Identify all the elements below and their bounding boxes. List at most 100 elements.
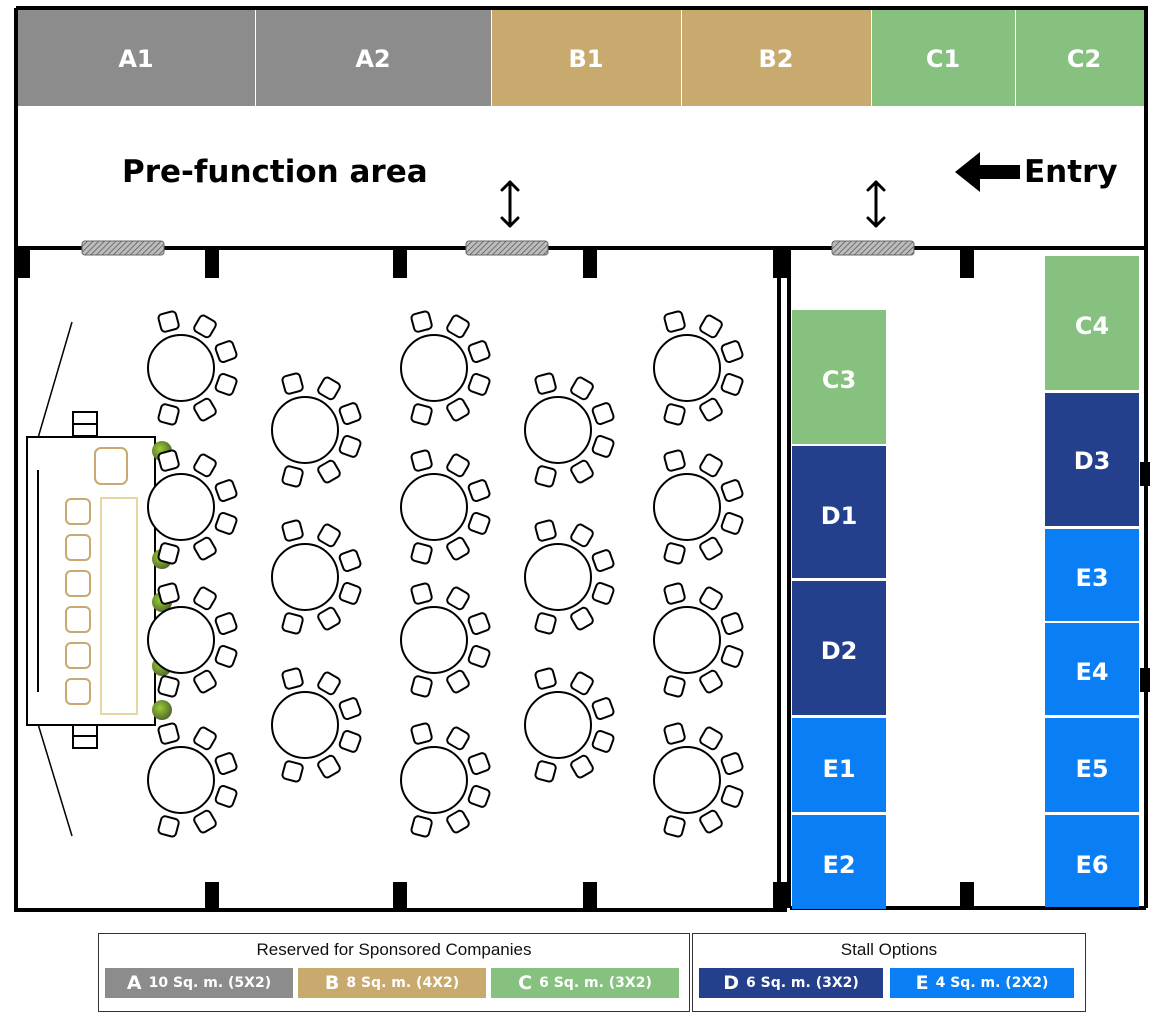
- chair: [663, 403, 686, 426]
- chair: [699, 586, 723, 611]
- chair: [317, 459, 341, 484]
- legend-item-c: C 6 Sq. m. (3X2): [491, 968, 679, 998]
- stall-e2[interactable]: [792, 815, 886, 909]
- stall-c1[interactable]: [872, 10, 1015, 106]
- chair: [317, 671, 341, 696]
- stage: [26, 321, 156, 837]
- chair: [591, 697, 615, 721]
- chair: [467, 372, 491, 396]
- chair: [467, 644, 491, 668]
- chair: [699, 726, 723, 751]
- chair: [214, 752, 238, 776]
- chair: [157, 449, 180, 472]
- door-1[interactable]: [81, 240, 165, 256]
- chair: [570, 376, 594, 401]
- door-3[interactable]: [831, 240, 915, 256]
- legend-item-d: D 6 Sq. m. (3X2): [699, 968, 883, 998]
- chair: [193, 397, 217, 422]
- chair: [720, 340, 744, 364]
- chair: [467, 784, 491, 808]
- stall-a1[interactable]: [18, 10, 255, 106]
- chair: [410, 722, 433, 745]
- podium: [94, 447, 128, 485]
- pre-function-area-label: Pre-function area: [122, 154, 428, 190]
- chair: [281, 465, 304, 488]
- chair: [410, 815, 433, 838]
- stall-b2[interactable]: [682, 10, 871, 106]
- chair: [699, 669, 723, 694]
- chair: [281, 760, 304, 783]
- chair: [317, 523, 341, 548]
- chair: [214, 340, 238, 364]
- stall-d2[interactable]: [792, 581, 886, 715]
- stall-d1[interactable]: [792, 446, 886, 578]
- legend-sponsored-title: Reserved for Sponsored Companies: [256, 940, 532, 959]
- chair: [720, 752, 744, 776]
- chair: [338, 549, 362, 573]
- chair: [338, 729, 362, 753]
- chair: [193, 726, 217, 751]
- stall-c3-label: C3: [822, 366, 856, 394]
- round-table: [147, 582, 238, 698]
- stall-e4[interactable]: [1045, 623, 1139, 715]
- door-2[interactable]: [465, 240, 549, 256]
- stall-d3[interactable]: [1045, 393, 1139, 526]
- chair: [193, 314, 217, 339]
- chair: [281, 667, 304, 690]
- chair: [720, 612, 744, 636]
- chair: [534, 667, 557, 690]
- left-arrow-icon: [955, 152, 1020, 192]
- round-table: [524, 667, 615, 783]
- stall-e4-label: E4: [1075, 658, 1108, 686]
- chair: [214, 372, 238, 396]
- stall-e6[interactable]: [1045, 815, 1139, 907]
- legend-letter-b: B: [324, 972, 340, 994]
- round-table: [271, 519, 362, 635]
- chair: [570, 754, 594, 779]
- stall-d2-label: D2: [821, 637, 858, 665]
- stall-e1[interactable]: [792, 718, 886, 812]
- stall-c3[interactable]: [792, 310, 886, 444]
- stall-a2[interactable]: [256, 10, 491, 106]
- round-table: [400, 582, 491, 698]
- chair: [193, 586, 217, 611]
- chair: [534, 465, 557, 488]
- chair: [720, 784, 744, 808]
- stall-e5[interactable]: [1045, 718, 1139, 812]
- chair: [281, 612, 304, 635]
- legend-desc-a: 10 Sq. m. (5X2): [148, 975, 272, 991]
- round-table: [653, 449, 744, 565]
- stall-e6-label: E6: [1075, 851, 1108, 879]
- chair: [214, 612, 238, 636]
- round-table: [147, 722, 238, 838]
- chair: [534, 612, 557, 635]
- side-stalls: C3 D1 D2 E1 E2 C4 D3 E3 E4 E5 E6: [792, 256, 1139, 909]
- stall-b1-label: B1: [569, 45, 604, 73]
- chair: [446, 809, 470, 834]
- legend-letter-c: C: [518, 972, 533, 994]
- chair: [157, 310, 180, 333]
- chair: [699, 809, 723, 834]
- chair: [446, 314, 470, 339]
- chair: [446, 397, 470, 422]
- chair: [663, 449, 686, 472]
- stall-c2[interactable]: [1016, 10, 1144, 106]
- legend-letter-e: E: [915, 972, 929, 994]
- stall-e3-label: E3: [1075, 564, 1108, 592]
- up-down-arrow-icon: [500, 180, 520, 228]
- chair: [281, 372, 304, 395]
- round-table: [524, 519, 615, 635]
- stall-b1[interactable]: [492, 10, 681, 106]
- chair: [663, 542, 686, 565]
- chair: [317, 754, 341, 779]
- legend-letter-a: A: [126, 972, 142, 994]
- stall-c4[interactable]: [1045, 256, 1139, 390]
- chair: [214, 644, 238, 668]
- chair: [410, 542, 433, 565]
- chair: [467, 479, 491, 503]
- stall-c2-label: C2: [1067, 45, 1101, 73]
- chair: [663, 722, 686, 745]
- round-table: [653, 722, 744, 838]
- chair: [410, 582, 433, 605]
- stall-e3[interactable]: [1045, 529, 1139, 621]
